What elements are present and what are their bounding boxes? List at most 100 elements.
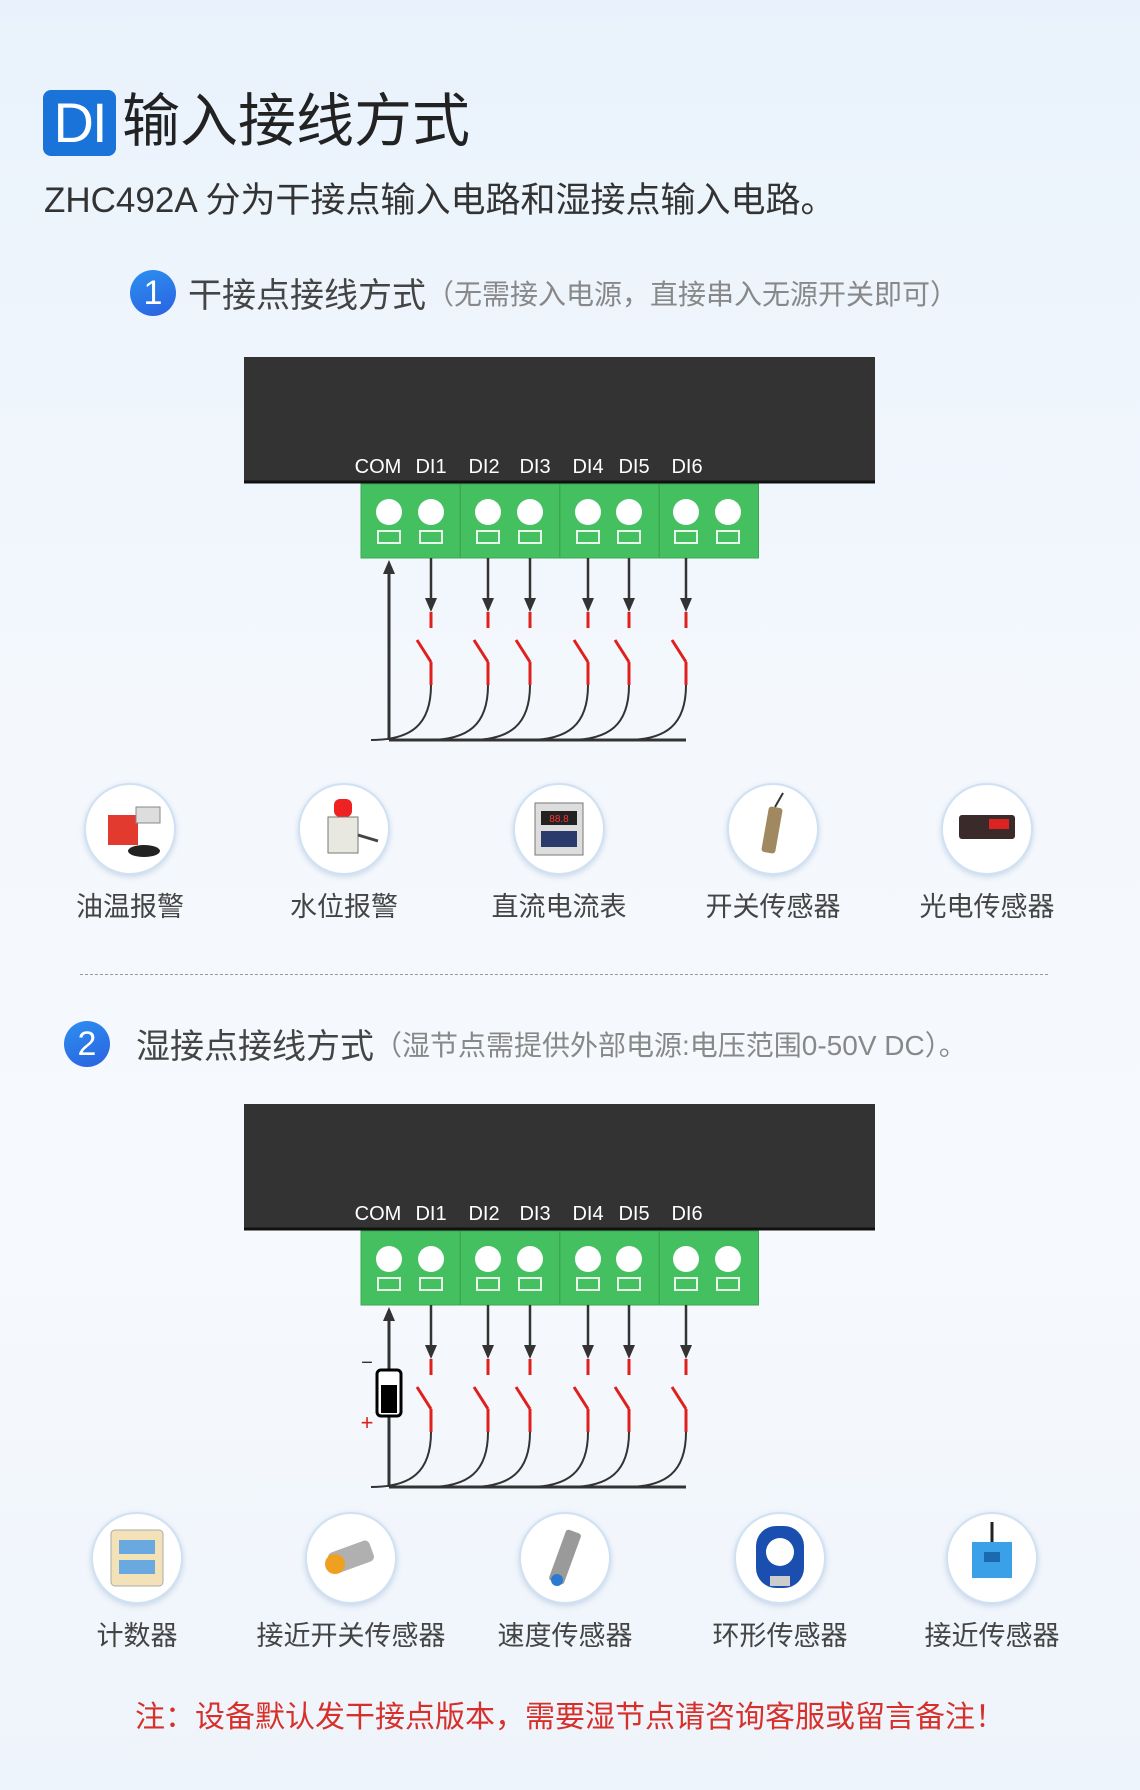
terminal-screw [673, 1246, 699, 1272]
switch-return-wire [370, 684, 432, 741]
device-label: 开关传感器 [705, 892, 841, 922]
switch-lever [572, 1386, 590, 1410]
device-item: 接近开关传感器 [251, 1512, 451, 1653]
terminal-slot [518, 1277, 542, 1291]
terminal-screw [517, 1246, 543, 1272]
svg-text:88.8: 88.8 [549, 814, 569, 825]
terminal-label-com: COM [355, 1203, 402, 1225]
arrow-down-icon [524, 1345, 536, 1359]
terminal-slot [674, 530, 698, 544]
battery-minus-label: − [361, 1352, 373, 1374]
section-title: 湿接点接线方式 [136, 1028, 374, 1066]
arrow-down-icon [623, 1345, 635, 1359]
battery-plus-label: + [361, 1410, 374, 1435]
switch-return-wire [568, 684, 630, 741]
arrow-down-icon [680, 598, 692, 612]
device-label: 计数器 [96, 1621, 178, 1651]
switch-return-wire [427, 684, 489, 741]
switch-lever [670, 1386, 688, 1410]
terminal-screw [616, 499, 642, 525]
section-note: （湿节点需提供外部电源:电压范围0-50V DC）。 [374, 1029, 967, 1061]
section-note: （无需接入电源，直接串入无源开关即可） [426, 278, 959, 310]
ring-sensor-icon [734, 1512, 826, 1604]
terminal-slot [716, 1277, 740, 1291]
section-1-header: 1 干接点接线方式 （无需接入电源，直接串入无源开关即可） [130, 268, 958, 317]
device-label: 油温报警 [76, 892, 184, 922]
terminal-screw [475, 499, 501, 525]
device-label: 光电传感器 [919, 892, 1055, 922]
switch-return-wire [625, 1431, 687, 1488]
terminal-screw [376, 1246, 402, 1272]
terminal-screw [616, 1246, 642, 1272]
terminal-block [460, 1230, 560, 1306]
device-label: 水位报警 [290, 892, 398, 922]
terminal-label-di1: DI1 [415, 1203, 446, 1225]
switch-return-wire [568, 1431, 630, 1488]
page-title: 输入接线方式 [122, 89, 471, 154]
terminal-slot [576, 1277, 600, 1291]
device-label: 速度传感器 [497, 1621, 633, 1651]
device-item: 环形传感器 [680, 1512, 880, 1653]
switch-sensor-icon [727, 783, 819, 875]
terminal-screw [575, 499, 601, 525]
dc-ammeter-icon: 88.8 [513, 783, 605, 875]
device-label: 环形传感器 [712, 1621, 848, 1651]
device-item: 光电传感器 [887, 783, 1087, 924]
switch-return-wire [527, 1431, 589, 1488]
arrow-down-icon [524, 598, 536, 612]
device-item: 88.8 直流电流表 [459, 783, 659, 924]
terminal-label-di3: DI3 [519, 456, 550, 478]
terminal-label-di5: DI5 [618, 456, 649, 478]
terminal-slot [617, 1277, 641, 1291]
terminal-block [460, 483, 560, 559]
terminal-screw [475, 1246, 501, 1272]
terminal-screw [418, 499, 444, 525]
page-subtitle: ZHC492A 分为干接点输入电路和湿接点输入电路。 [44, 181, 836, 220]
terminal-label-di4: DI4 [572, 1203, 603, 1225]
switch-lever [670, 639, 688, 663]
terminal-slot [377, 530, 401, 544]
device-label: 接近传感器 [924, 1621, 1060, 1651]
arrow-down-icon [582, 598, 594, 612]
arrow-down-icon [623, 598, 635, 612]
switch-lever [572, 639, 590, 663]
section-number-badge: 1 [130, 269, 176, 316]
switch-return-wire [625, 684, 687, 741]
terminal-slot [674, 1277, 698, 1291]
arrow-up-icon [383, 1307, 395, 1321]
terminal-block [360, 1230, 461, 1306]
arrow-up-icon [383, 560, 395, 574]
section-number-badge: 2 [64, 1020, 110, 1067]
terminal-block [659, 483, 759, 559]
switch-return-wire [469, 1431, 531, 1488]
switch-return-wire [427, 1431, 489, 1488]
battery-charge [381, 1385, 397, 1413]
arrow-down-icon [482, 1345, 494, 1359]
terminal-slot [518, 530, 542, 544]
terminal-label-di2: DI2 [468, 1203, 499, 1225]
device-item: 水位报警 [244, 783, 444, 924]
switch-lever [613, 639, 631, 663]
terminal-slot [716, 530, 740, 544]
proximity-switch-sensor-icon [305, 1512, 397, 1604]
device-item: 接近传感器 [892, 1512, 1092, 1653]
switch-lever [472, 1386, 490, 1410]
switch-lever [415, 639, 433, 663]
arrow-down-icon [680, 1345, 692, 1359]
terminal-label-di6: DI6 [671, 1203, 702, 1225]
terminal-slot [419, 1277, 443, 1291]
terminal-slot [476, 1277, 500, 1291]
terminal-slot [576, 530, 600, 544]
oil-temperature-alarm-icon [84, 783, 176, 875]
photoelectric-sensor-icon [941, 783, 1033, 875]
terminal-label-com: COM [355, 456, 402, 478]
device-body [244, 1104, 875, 1229]
device-label: 接近开关传感器 [256, 1621, 446, 1651]
water-level-alarm-icon [298, 783, 390, 875]
switch-lever [514, 639, 532, 663]
section-divider [80, 974, 1048, 975]
terminal-block [559, 483, 660, 559]
switch-lever [613, 1386, 631, 1410]
